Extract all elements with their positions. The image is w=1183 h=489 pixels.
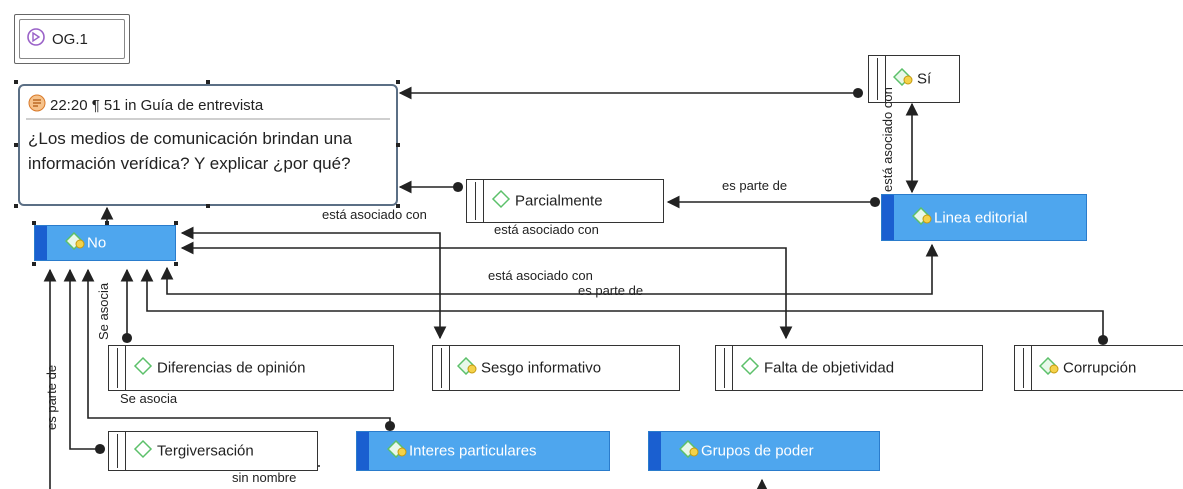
code-label: Tergiversación [157,442,254,460]
code-label: Parcialmente [515,192,603,210]
edge-label: está asociado con [494,222,599,237]
code-label: Linea editorial [934,209,1028,226]
edge-label-vertical: está asociado con [880,87,895,192]
selection-handle[interactable] [14,204,18,208]
quote-separator [26,118,390,120]
code-diferencias[interactable]: Diferencias de opinión [108,345,394,391]
edge-corrupcion-no [140,268,1109,346]
selection-handle[interactable] [14,143,18,147]
code-icon [491,189,511,213]
code-label: Grupos de poder [701,442,814,460]
selection-handle[interactable] [396,204,400,208]
selection-handle[interactable] [174,262,178,266]
edge-label: sin nombre [232,470,297,485]
edge-label-vertical: es parte de [44,364,59,430]
code-corrupcion[interactable]: Corrupción [1014,345,1183,391]
quote-text: ¿Los medios de comunicación brindan una … [28,129,353,173]
selection-handle[interactable] [32,221,36,225]
code-tergiversacion[interactable]: Tergiversación [108,431,318,471]
edge-label-vertical: Se asocia [96,282,111,340]
code-group-icon [1038,356,1061,379]
selection-handle[interactable] [14,80,18,84]
code-group-icon [911,206,934,229]
code-falta[interactable]: Falta de objetividad [715,345,983,391]
selection-handle[interactable] [206,204,210,208]
code-interes[interactable]: Interes particulares [356,431,610,471]
selection-handle[interactable] [174,221,178,225]
code-icon [133,439,153,463]
code-label: Corrupción [1063,359,1137,377]
code-icon [133,356,153,380]
code-label: Falta de objetividad [764,359,895,377]
selection-handle[interactable] [105,221,109,225]
edge-tergiv-no [63,268,106,455]
edge-label: Se asocia [120,391,178,406]
code-label: Sí [917,70,932,88]
code-group-icon [456,356,479,379]
memo-icon [26,27,46,51]
code-label: Interes particulares [409,442,537,460]
code-group-icon [892,67,915,90]
code-label: Sesgo informativo [481,359,602,377]
selection-handle[interactable] [396,80,400,84]
memo-label: OG.1 [52,30,88,48]
code-group-icon [64,231,87,254]
memo-og1[interactable]: OG.1 [14,14,130,64]
edge-label: es parte de [578,283,644,298]
code-group-icon [386,439,409,462]
code-group-icon [678,439,701,462]
code-label: No [87,234,107,252]
edge-label: está asociado con [322,207,427,222]
code-sesgo[interactable]: Sesgo informativo [432,345,680,391]
code-icon [740,356,760,380]
code-linea-editorial[interactable]: Linea editorial [881,194,1087,241]
edge-falta-no [180,241,793,340]
code-grupos[interactable]: Grupos de poder [648,431,880,471]
quote-icon [28,94,46,116]
selection-handle[interactable] [396,143,400,147]
code-no[interactable]: No [34,225,176,261]
selection-handle[interactable] [206,80,210,84]
quote-header: 22:20 ¶ 51 in Guía de entrevista [50,96,264,114]
code-label: Diferencias de opinión [157,359,306,377]
code-si[interactable]: Sí [868,55,960,103]
edge-label: es parte de [722,178,788,193]
edge-label: está asociado con [488,268,593,283]
selection-handle[interactable] [32,262,36,266]
code-parcialmente[interactable]: Parcialmente [466,179,664,223]
quotation-node[interactable]: 22:20 ¶ 51 in Guía de entrevista ¿Los me… [18,84,398,206]
